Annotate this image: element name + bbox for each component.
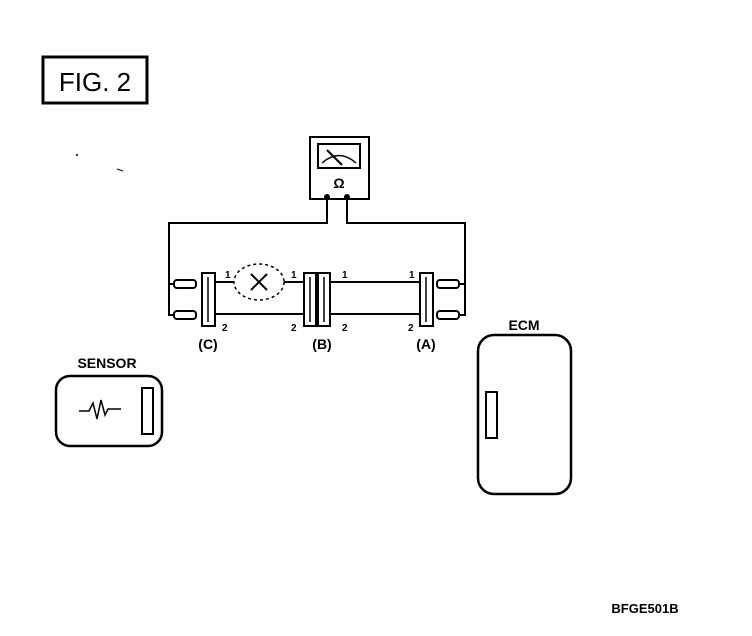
figure-code: BFGE501B — [611, 601, 678, 616]
figure-title: FIG. 2 — [59, 67, 131, 97]
meter-needle — [326, 149, 343, 166]
connector-a-label: (A) — [416, 336, 435, 352]
meter-scale-arc — [321, 154, 357, 164]
speck — [116, 168, 124, 172]
connector-c-pin1: 1 — [225, 270, 231, 281]
signal-waveform-icon — [79, 399, 121, 420]
probe-plugs-right — [436, 279, 466, 320]
speck — [76, 154, 78, 156]
ecm-connector-port — [485, 391, 498, 439]
meter-lead-left — [168, 199, 328, 298]
sensor-body — [54, 374, 164, 448]
ohm-symbol: Ω — [333, 175, 344, 191]
sensor-unit: SENSOR — [54, 355, 164, 448]
sensor-label: SENSOR — [77, 355, 136, 371]
connector-b-pin2-right: 2 — [342, 323, 348, 334]
connector-b-pin1-right: 1 — [342, 270, 348, 281]
ecm-unit: ECM — [476, 317, 573, 496]
sensor-connector-port — [141, 387, 154, 435]
connector-b-pin1-left: 1 — [291, 270, 297, 281]
meter-probe-terminal-right — [344, 194, 350, 200]
figure-title-box: FIG. 2 — [41, 55, 149, 105]
connector-b: 1 1 2 2 (B) — [291, 270, 348, 352]
connector-b-pin2-left: 2 — [291, 323, 297, 334]
ecm-body — [476, 333, 573, 496]
connector-c-pin2: 2 — [222, 323, 228, 334]
connector-b-label: (B) — [312, 336, 331, 352]
connector-c-label: (C) — [198, 336, 217, 352]
connector-a-pin2: 2 — [408, 323, 414, 334]
ecm-label: ECM — [508, 317, 539, 333]
meter-lead-right — [346, 199, 466, 298]
connector-c: 1 2 (C) — [198, 270, 231, 352]
ohmmeter: Ω — [309, 136, 370, 200]
probe-plugs-left — [168, 279, 197, 320]
open-circuit-marker — [233, 263, 285, 301]
connector-a: 1 2 (A) — [408, 270, 436, 352]
meter-probe-terminal-left — [324, 194, 330, 200]
connector-a-pin1: 1 — [409, 270, 415, 281]
